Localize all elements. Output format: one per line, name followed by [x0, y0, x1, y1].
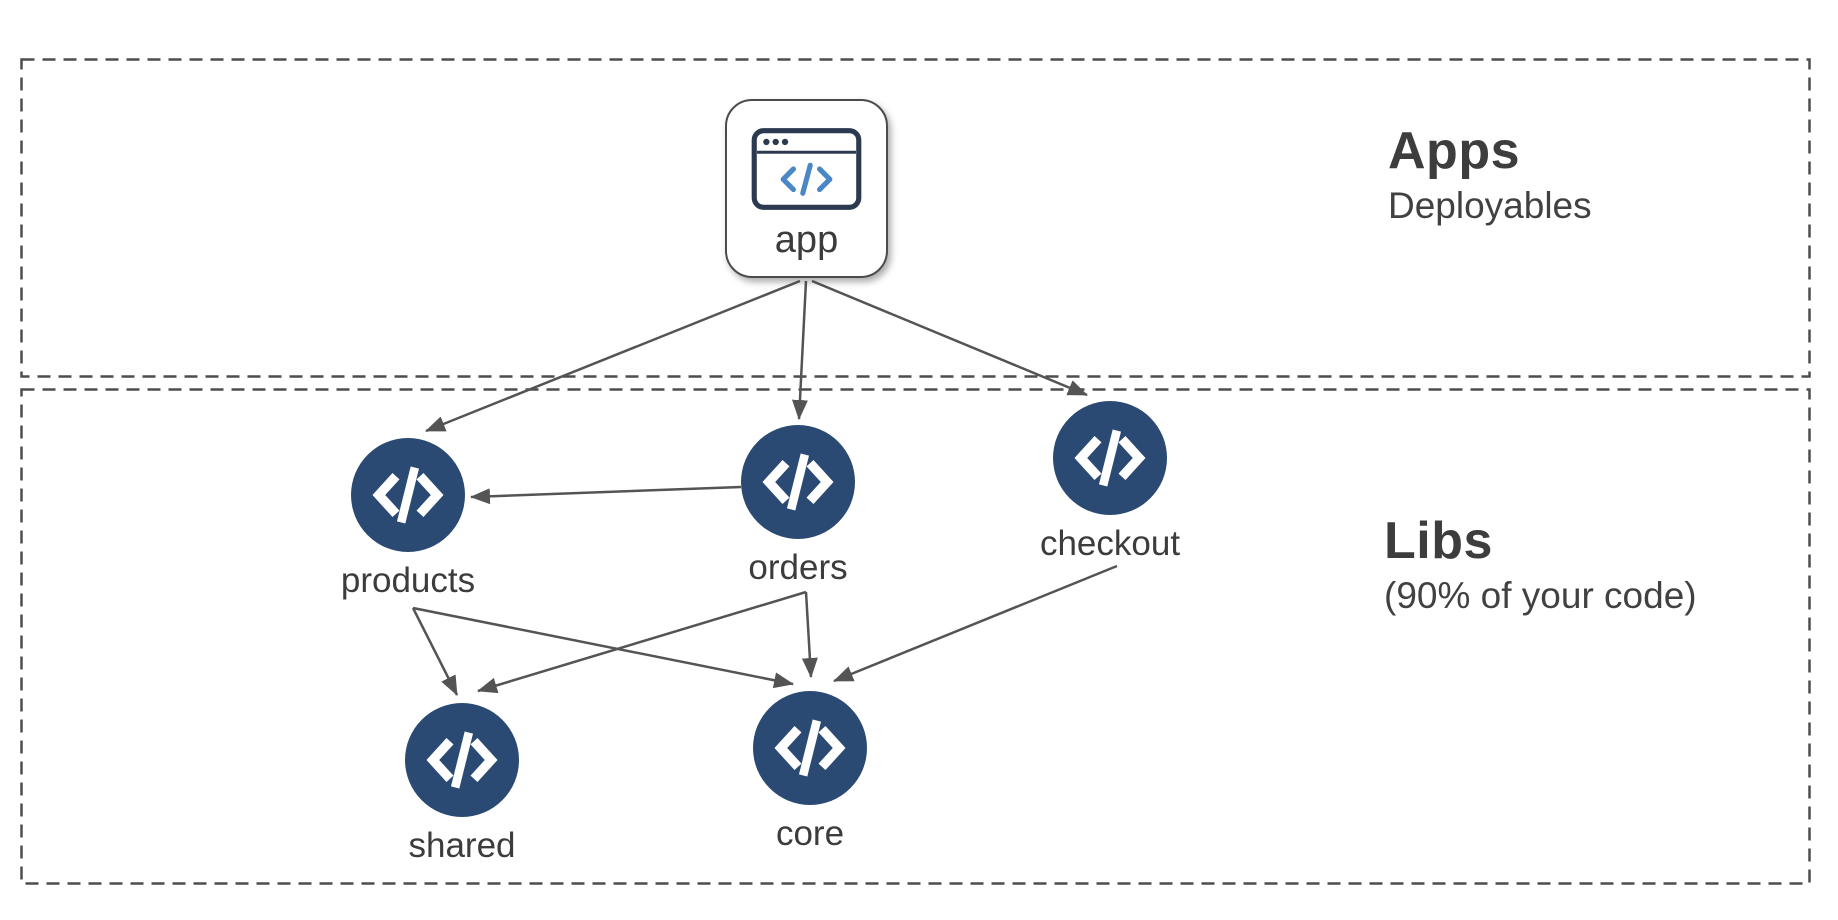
- node-core-label: core: [775, 814, 845, 853]
- node-shared: shared: [352, 703, 572, 866]
- edge-app-products: [425, 279, 801, 433]
- node-products-label: products: [340, 561, 476, 600]
- node-orders-label: orders: [748, 548, 848, 587]
- libs-zone-title-block: Libs (90% of your code): [1384, 512, 1697, 619]
- browser-code-icon: [751, 128, 862, 210]
- edge-app-orders: [791, 280, 808, 420]
- node-checkout: checkout: [1000, 401, 1220, 564]
- code-icon: [351, 438, 465, 552]
- edge-orders-products: [470, 485, 742, 505]
- node-app: app: [725, 99, 888, 278]
- apps-zone-title-block: Apps Deployables: [1388, 122, 1592, 229]
- libs-zone-subtitle: (90% of your code): [1384, 575, 1697, 617]
- node-core: core: [700, 691, 920, 854]
- apps-zone-title: Apps: [1388, 122, 1520, 180]
- code-icon: [753, 691, 867, 805]
- edge-orders-shared: [477, 590, 807, 694]
- code-icon: [741, 425, 855, 539]
- node-shared-label: shared: [408, 826, 516, 865]
- node-checkout-label: checkout: [1039, 524, 1181, 563]
- apps-zone-subtitle: Deployables: [1388, 185, 1592, 227]
- libs-zone-title: Libs: [1384, 512, 1493, 570]
- code-icon: [405, 703, 519, 817]
- node-products: products: [298, 438, 518, 601]
- edge-products-shared: [411, 607, 459, 696]
- code-icon: [1053, 401, 1167, 515]
- edge-orders-core: [801, 591, 818, 678]
- node-orders: orders: [688, 425, 908, 588]
- apps-zone-border: [20, 58, 1811, 378]
- edge-app-checkout: [811, 279, 1088, 397]
- edge-checkout-core: [833, 564, 1118, 683]
- libs-zone-border: [20, 388, 1811, 885]
- node-app-label: app: [774, 219, 839, 261]
- edge-products-core: [412, 606, 794, 689]
